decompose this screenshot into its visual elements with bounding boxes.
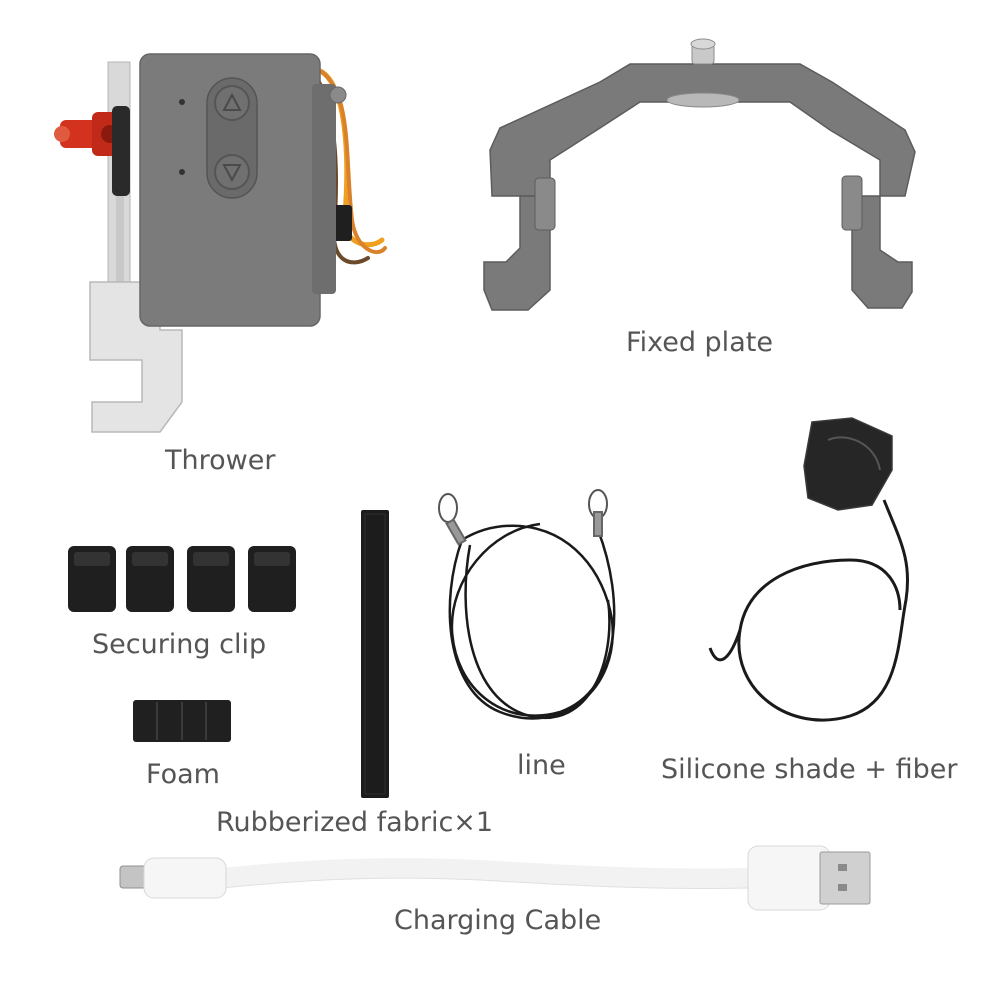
thrower-down-button	[214, 154, 250, 190]
thrower-up-button	[214, 85, 250, 121]
thrower	[54, 53, 387, 433]
thrower-red-knob	[54, 106, 130, 196]
line-left-carabiner	[438, 493, 467, 546]
thrower-side-panel	[312, 84, 336, 294]
rubberized-fabric	[361, 510, 389, 798]
thrower-pin	[116, 160, 124, 340]
micro-usb-connector	[119, 857, 227, 899]
fiber-cable	[737, 499, 910, 722]
rubberized-fabric-label: Rubberized fabric×1	[216, 807, 494, 838]
fixed-plate-left-leg	[483, 195, 551, 311]
silicone-shade-fiber	[708, 417, 910, 722]
usb-a-connector	[747, 845, 871, 911]
fixed-plate-right-leg	[851, 195, 913, 309]
fixed-plate-screw	[666, 38, 740, 108]
triangle-up-icon	[222, 92, 242, 111]
triangle-down-icon	[222, 164, 242, 183]
securing-clip-label: Securing clip	[92, 629, 267, 660]
foam-label: Foam	[146, 759, 220, 790]
fixed-plate	[483, 38, 916, 311]
securing-clip-2	[126, 546, 174, 612]
thrower-label: Thrower	[165, 445, 276, 476]
silicone-shade	[803, 417, 893, 511]
securing-clips	[68, 546, 296, 612]
securing-clip-4	[248, 546, 296, 612]
securing-clip-1	[68, 546, 116, 612]
line-right-carabiner	[588, 489, 608, 537]
fixed-plate-label: Fixed plate	[626, 327, 773, 358]
foam-pads	[133, 700, 231, 742]
line-cable	[438, 489, 616, 720]
silicone-shade-label: Silicone shade + fiber	[661, 754, 958, 785]
charging-cable-label: Charging Cable	[394, 905, 602, 936]
line-label: line	[517, 750, 566, 781]
securing-clip-3	[187, 546, 235, 612]
charging-cable	[119, 845, 871, 911]
